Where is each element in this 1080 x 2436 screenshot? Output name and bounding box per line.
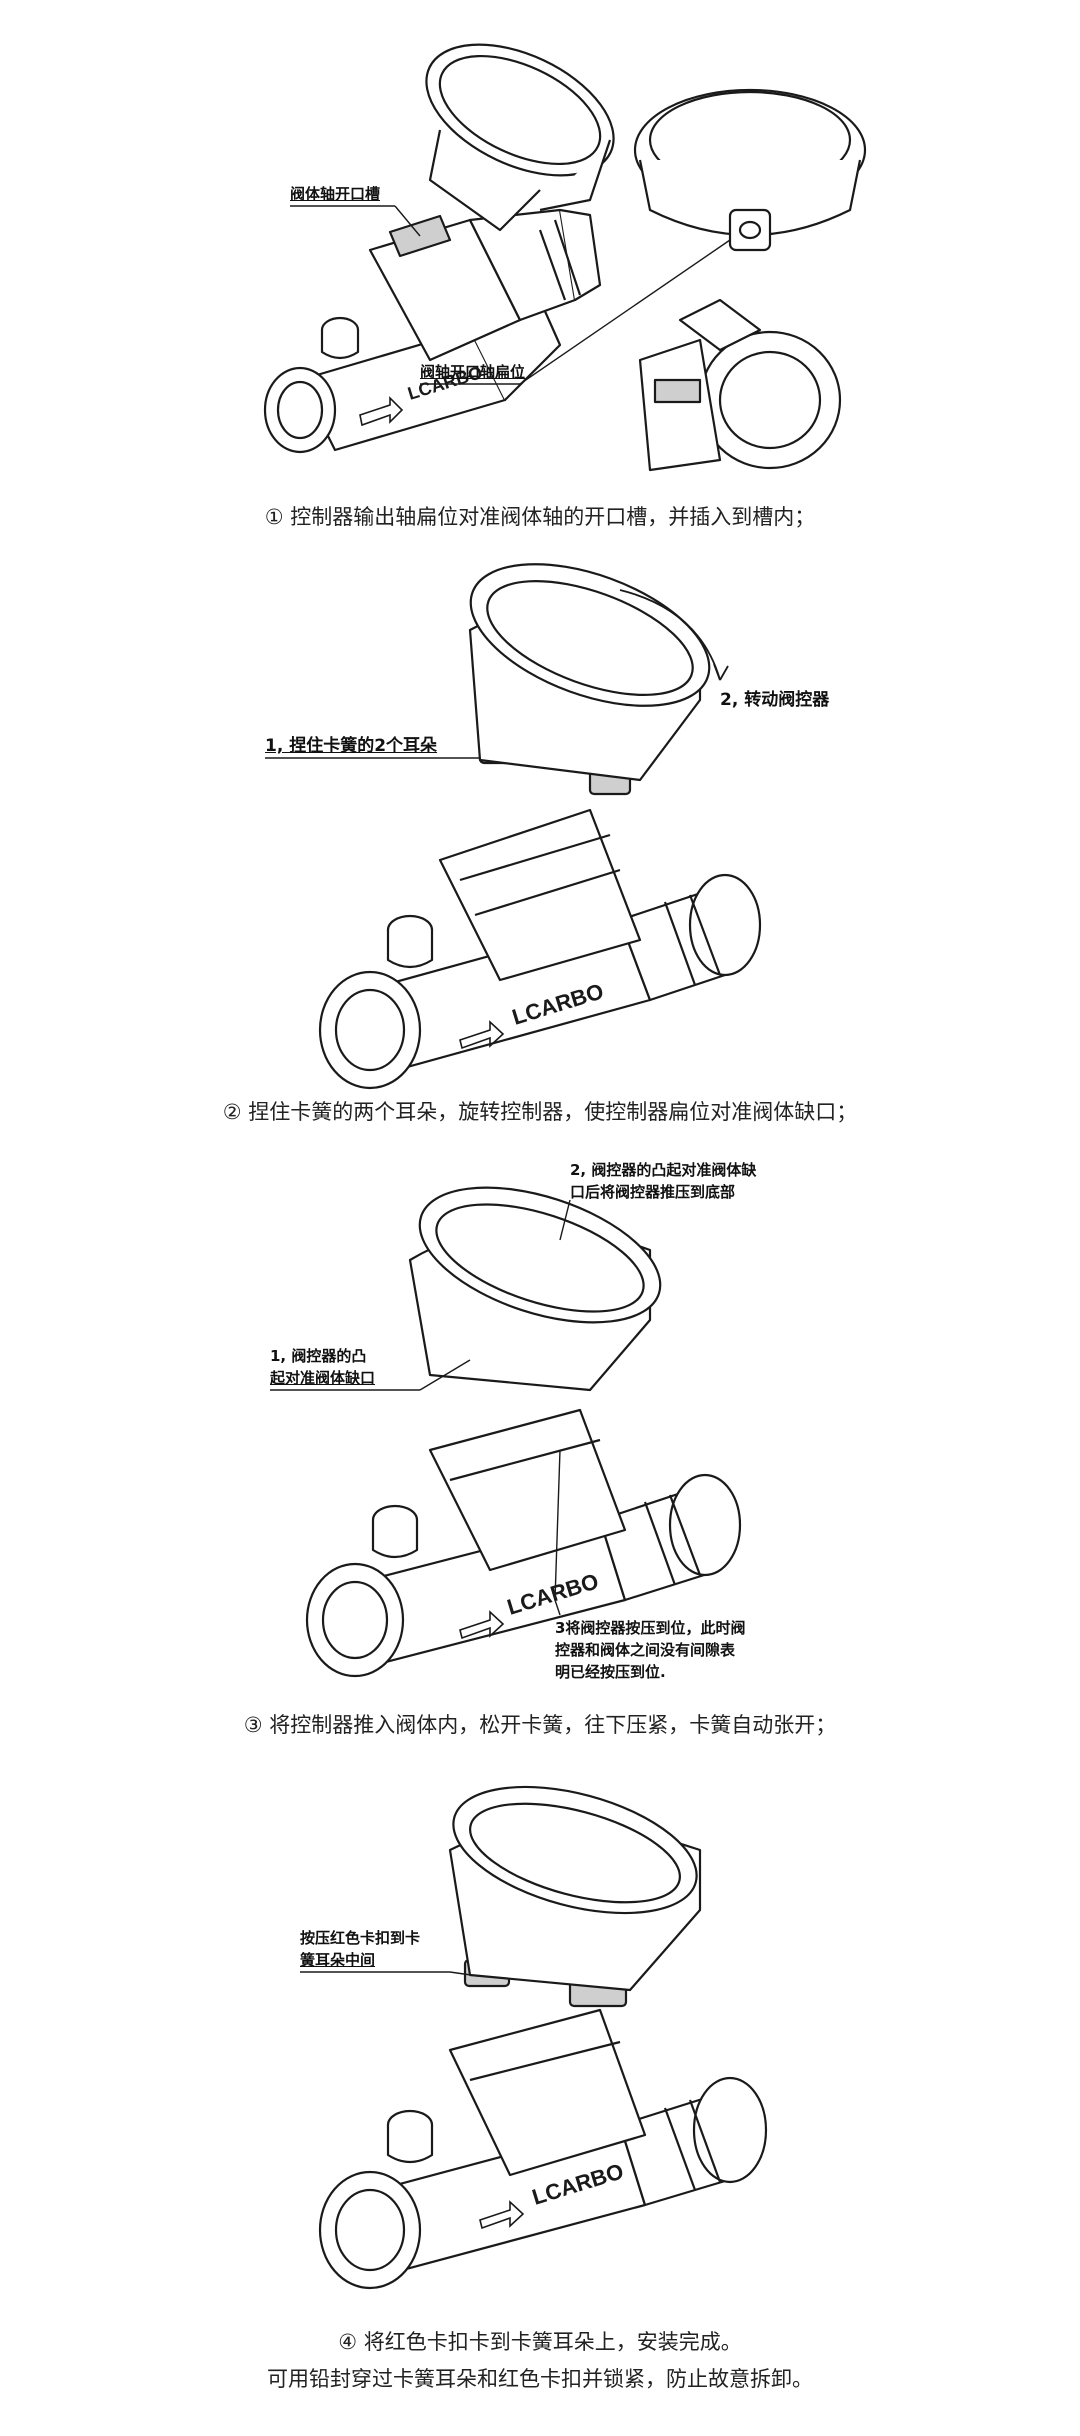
step-3-caption: ③ 将控制器推入阀体内，松开卡簧，往下压紧，卡簧自动张开； bbox=[243, 1713, 837, 1737]
step-3: LCARBO 2, 阀控器的凸起对准阀体缺 口后将阀控器推压到底部 1, 阀控器… bbox=[0, 1160, 1080, 1780]
step-2: LCARBO 1, 捏住卡簧的2个耳朵 2, 转动阀控器 ② 捏住卡簧的两个耳朵… bbox=[0, 560, 1080, 1160]
step-2-caption: ② 捏住卡簧的两个耳朵，旋转控制器，使控制器扁位对准阀体缺口； bbox=[222, 1100, 858, 1124]
annotation-valve-shaft-slot: 阀体轴开口槽 bbox=[290, 185, 381, 203]
annotation-step3-press-2: 控器和阀体之间没有间隙表 bbox=[555, 1641, 736, 1659]
step-3-illustration: LCARBO bbox=[270, 1186, 742, 1678]
step-4-caption-line-1: ④ 将红色卡扣卡到卡簧耳朵上，安装完成。 bbox=[338, 2330, 742, 2354]
annotation-step3-push-1: 2, 阀控器的凸起对准阀体缺 bbox=[570, 1161, 757, 1179]
step-1-illustration: LCARBO bbox=[263, 43, 867, 472]
step-4-caption-line-2: 可用铅封穿过卡簧耳朵和红色卡扣并锁紧，防止故意拆卸。 bbox=[267, 2367, 813, 2391]
annotation-pinch-clip: 1, 捏住卡簧的2个耳朵 bbox=[265, 736, 438, 756]
step-4: LCARBO 按压红色卡扣到卡 簧耳朵中间 ④ 将红色卡扣卡到卡簧耳朵上，安装完… bbox=[0, 1780, 1080, 2436]
step-2-illustration: LCARBO bbox=[265, 563, 762, 1090]
annotation-step3-align-1: 1, 阀控器的凸 bbox=[270, 1347, 367, 1365]
annotation-valve-shaft-flat: 阀轴开口轴扁位 bbox=[420, 363, 526, 381]
annotation-step3-press-1: 3将阀控器按压到位，此时阀 bbox=[555, 1619, 746, 1637]
step-4-illustration: LCARBO bbox=[300, 1785, 768, 2290]
step-1: LCARBO 阀体轴开口槽 阀轴开口轴扁位 ① 控制器输出轴扁位对准阀体轴的开口… bbox=[0, 0, 1080, 560]
annotation-rotate-controller: 2, 转动阀控器 bbox=[720, 690, 830, 710]
annotation-step3-align-2: 起对准阀体缺口 bbox=[270, 1369, 376, 1387]
annotation-step3-push-2: 口后将阀控器推压到底部 bbox=[570, 1183, 736, 1201]
annotation-red-clip-1: 按压红色卡扣到卡 bbox=[300, 1929, 421, 1947]
step-1-caption: ① 控制器输出轴扁位对准阀体轴的开口槽，并插入到槽内； bbox=[264, 505, 816, 529]
annotation-red-clip-2: 簧耳朵中间 bbox=[300, 1951, 376, 1969]
annotation-step3-press-3: 明已经按压到位. bbox=[555, 1663, 666, 1681]
